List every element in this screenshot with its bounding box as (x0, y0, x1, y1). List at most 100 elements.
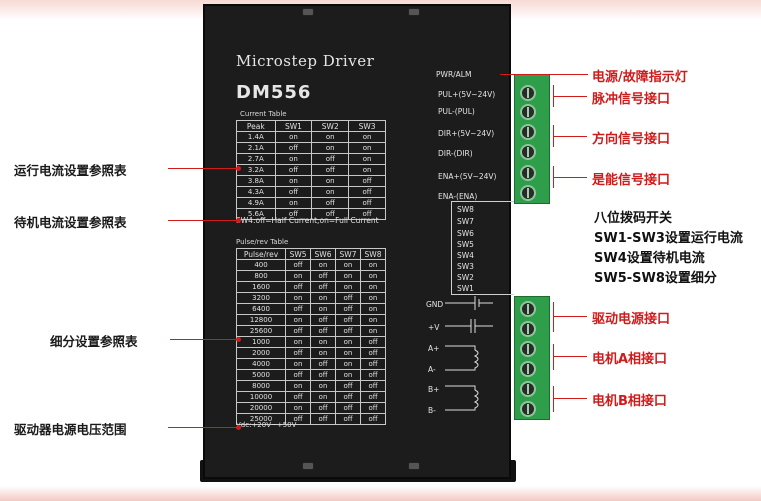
bracket-motor-b (553, 398, 587, 399)
table-cell: on (335, 281, 361, 293)
table-cell: off (310, 325, 337, 337)
terminal-screw-icon[interactable] (520, 381, 536, 397)
bracket-power (553, 316, 587, 317)
port-label-plus-v: +V (428, 323, 440, 332)
table-cell: on (360, 259, 386, 271)
table-header-cell: SW1 (274, 120, 313, 132)
table-cell: off (274, 186, 313, 198)
terminal-screw-icon[interactable] (520, 301, 536, 317)
table-cell: 2.1A (236, 142, 276, 154)
table-cell: 25600 (235, 325, 287, 337)
table-header-cell: SW7 (335, 248, 361, 260)
dip-label-sw7: SW7 (457, 217, 474, 226)
leader-line (170, 339, 238, 340)
table-cell: off (348, 197, 386, 209)
leader-line (500, 74, 588, 75)
table-cell: on (285, 336, 312, 348)
table-cell: off (335, 402, 361, 414)
table-cell: off (335, 380, 361, 392)
table-header-cell: SW8 (360, 248, 386, 260)
port-label-ena-plus: ENA+(5V~24V) (438, 172, 497, 181)
table-cell: on (360, 314, 386, 326)
table-cell: on (310, 292, 337, 304)
leader-dot (236, 425, 241, 430)
terminal-screw-icon[interactable] (520, 165, 536, 181)
annotation-direction-interface: 方向信号接口 (592, 132, 671, 147)
bottom-band (0, 486, 761, 501)
table-cell: 3.8A (236, 175, 276, 187)
table-header-cell: SW2 (311, 120, 350, 132)
annotation-dip-sw5-sw8: SW5-SW8设置细分 (594, 271, 717, 286)
terminal-screw-icon[interactable] (520, 124, 536, 140)
table-cell: on (274, 197, 313, 209)
port-label-pwr-alm: PWR/ALM (436, 70, 472, 79)
port-label-dir-minus: DIR-(DIR) (438, 149, 473, 158)
table-cell: off (360, 358, 386, 370)
table-cell: on (274, 175, 313, 187)
port-label-a-minus: A- (428, 365, 436, 374)
port-label-pul-plus: PUL+(5V~24V) (438, 90, 496, 99)
power-terminal-block (514, 296, 550, 420)
table-cell: on (335, 369, 361, 381)
terminal-screw-icon[interactable] (520, 104, 536, 120)
bracket-motor-b (553, 386, 554, 412)
table-cell: off (285, 369, 312, 381)
schematic-symbols (445, 296, 493, 411)
port-label-pul-minus: PUL-(PUL) (438, 107, 475, 116)
table-header-cell: SW5 (285, 248, 312, 260)
table-cell: off (285, 303, 312, 315)
table-cell: on (335, 336, 361, 348)
table-cell: 1.4A (236, 131, 276, 143)
table-cell: on (285, 358, 312, 370)
table-header-cell: SW3 (348, 120, 386, 132)
table-cell: off (360, 380, 386, 392)
terminal-screw-icon[interactable] (520, 144, 536, 160)
table-cell: on (335, 270, 361, 282)
annotation-enable-interface: 是能信号接口 (592, 173, 671, 188)
dip-label-sw2: SW2 (457, 273, 474, 282)
terminal-screw-icon[interactable] (520, 321, 536, 337)
table-cell: on (335, 358, 361, 370)
dip-label-sw4: SW4 (457, 251, 474, 260)
table-cell: on (348, 142, 386, 154)
table-cell: 2000 (235, 347, 287, 359)
pulse-table-caption: Pulse/rev Table (236, 238, 289, 246)
table-cell: 5.6A (236, 208, 276, 220)
table-cell: 6400 (235, 303, 287, 315)
table-cell: 3200 (235, 292, 287, 304)
table-cell: on (310, 347, 337, 359)
table-cell: 25000 (235, 413, 287, 425)
terminal-screw-icon[interactable] (520, 85, 536, 101)
table-cell: off (311, 164, 350, 176)
terminal-screw-icon[interactable] (520, 341, 536, 357)
table-cell: off (360, 413, 386, 425)
dip-label-sw8: SW8 (457, 205, 474, 214)
terminal-screw-icon[interactable] (520, 185, 536, 201)
table-cell: on (311, 175, 350, 187)
port-label-dir-plus: DIR+(5V~24V) (438, 129, 495, 138)
table-cell: off (335, 325, 361, 337)
bracket-pul (553, 96, 587, 97)
bracket-dir (553, 136, 587, 137)
terminal-screw-icon[interactable] (520, 361, 536, 377)
annotation-run-current-table: 运行电流设置参照表 (14, 163, 127, 178)
terminal-screw-icon[interactable] (520, 401, 536, 417)
table-cell: off (311, 153, 350, 165)
table-cell: 8000 (235, 380, 287, 392)
table-cell: off (285, 281, 312, 293)
dip-switch-frame (451, 201, 514, 295)
table-cell: 800 (235, 270, 287, 282)
table-cell: off (274, 142, 313, 154)
